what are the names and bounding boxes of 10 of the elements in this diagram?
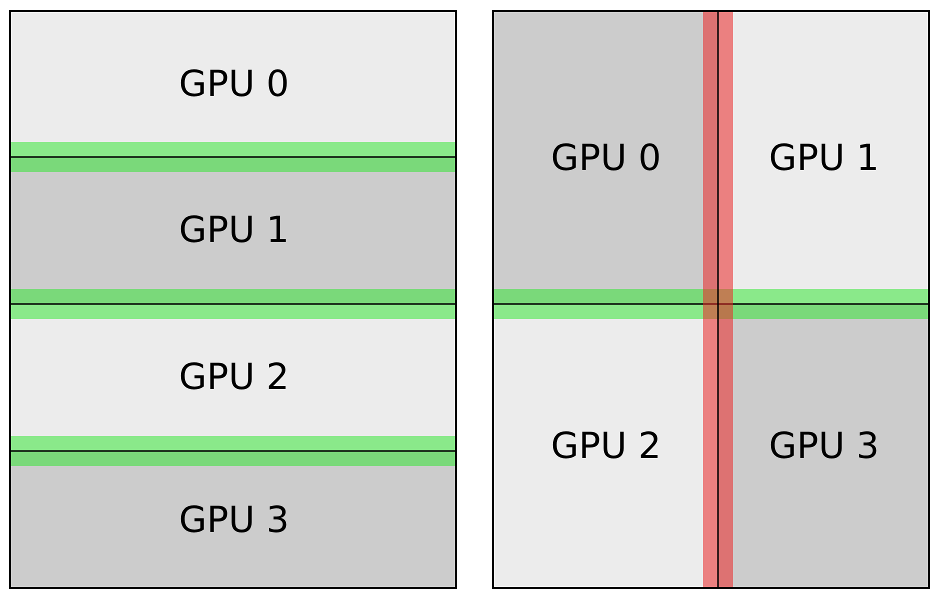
domain-region: GPU 1 [718, 12, 928, 304]
grid-panel [492, 10, 930, 589]
grid-panel [9, 10, 457, 589]
domain-region: GPU 2 [494, 304, 718, 587]
domain-region: GPU 1 [11, 157, 455, 304]
domain-region: GPU 0 [494, 12, 718, 304]
domain-region: GPU 3 [718, 304, 928, 587]
domain-region: GPU 2 [11, 304, 455, 451]
domain-region: GPU 3 [11, 451, 455, 587]
domain-region: GPU 0 [11, 12, 455, 157]
